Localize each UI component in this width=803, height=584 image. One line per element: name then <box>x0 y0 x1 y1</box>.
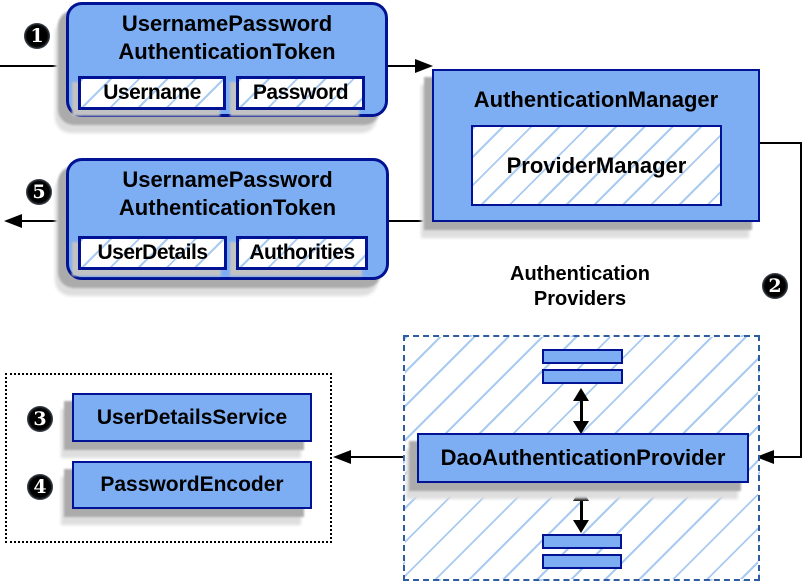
step-5-badge: 5 <box>26 179 52 205</box>
dao-authentication-provider-box: DaoAuthenticationProvider <box>417 433 749 483</box>
flow-line-manager-to-provider-vertical <box>800 142 802 458</box>
sync-arrow-top <box>572 388 590 434</box>
step-3-badge: 3 <box>27 406 53 432</box>
arrowhead-up-icon <box>573 388 589 401</box>
request-token-title-line1: UsernamePassword <box>121 11 333 36</box>
request-token-title-line2: AuthenticationToken <box>118 39 336 64</box>
provider-manager-box: ProviderManager <box>471 125 722 206</box>
provider-slot-bar <box>542 369 623 384</box>
arrowhead-down-icon <box>573 520 589 533</box>
username-field: Username <box>78 76 226 110</box>
providers-label: Authentication Providers <box>470 262 690 312</box>
arrowhead-left-icon <box>4 214 22 228</box>
provider-slot-bar <box>542 554 622 569</box>
arrowhead-up-icon <box>573 488 589 501</box>
sync-arrow-shaft <box>580 398 583 424</box>
step-1-badge: 1 <box>24 23 50 49</box>
flow-line-dao-to-services <box>348 456 417 458</box>
username-field-label: Username <box>103 81 201 104</box>
step-5-number: 5 <box>32 181 46 203</box>
arrowhead-left-icon <box>756 450 774 464</box>
flow-line-manager-to-provider-bottom <box>772 456 802 458</box>
userdetails-field-label: UserDetails <box>97 241 208 264</box>
password-field-label: Password <box>252 81 349 104</box>
arrowhead-down-icon <box>573 421 589 434</box>
dao-authentication-provider-label: DaoAuthenticationProvider <box>440 445 726 470</box>
arrowhead-right-icon <box>415 59 433 73</box>
authorities-field-label: Authorities <box>249 241 355 264</box>
password-field: Password <box>236 76 365 110</box>
step-4-number: 4 <box>33 476 47 498</box>
step-2-number: 2 <box>768 275 782 297</box>
step-2-badge: 2 <box>762 273 788 299</box>
step-3-number: 3 <box>33 408 47 430</box>
sync-arrow-shaft <box>580 498 583 523</box>
step-1-number: 1 <box>30 25 44 47</box>
step-4-badge: 4 <box>27 474 53 500</box>
provider-manager-label: ProviderManager <box>506 152 687 178</box>
password-encoder-label: PasswordEncoder <box>100 473 284 496</box>
providers-label-line1: Authentication <box>510 263 650 285</box>
flow-line-manager-to-provider-top <box>758 142 802 144</box>
user-details-service-box: UserDetailsService <box>72 393 312 442</box>
authorities-field: Authorities <box>236 236 368 270</box>
user-details-service-label: UserDetailsService <box>96 405 288 429</box>
sync-arrow-bottom <box>572 488 590 533</box>
password-encoder-box: PasswordEncoder <box>72 461 312 509</box>
result-token-title-line2: AuthenticationToken <box>118 195 337 220</box>
providers-label-line2: Providers <box>533 288 627 310</box>
services-group-box <box>5 373 332 543</box>
provider-slot-bar <box>542 349 623 364</box>
authentication-manager-title: AuthenticationManager <box>473 87 719 112</box>
userdetails-field: UserDetails <box>78 236 227 270</box>
result-token-title-line1: UsernamePassword <box>122 167 333 192</box>
provider-slot-bar <box>542 534 622 549</box>
arrowhead-left-icon <box>333 450 351 464</box>
